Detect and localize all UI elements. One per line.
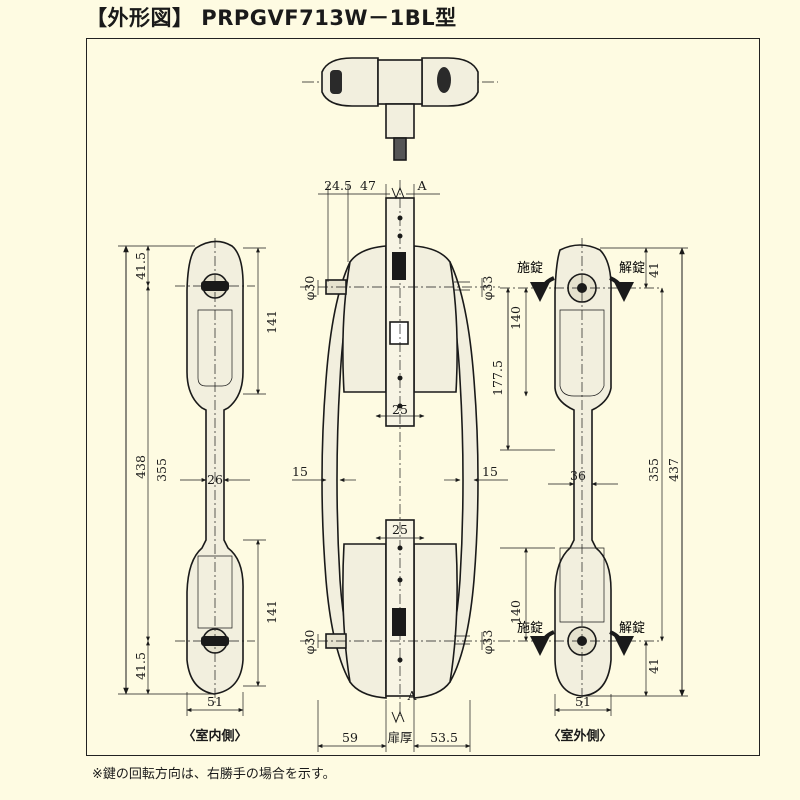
- footnote: ※鍵の回転方向は、右勝手の場合を示す。: [92, 767, 336, 782]
- unlock-arrow-bottom-icon: [609, 630, 634, 656]
- dim-side-d1: 24.5: [324, 178, 352, 193]
- dim-exterior-upper-span: 177.5: [490, 360, 505, 396]
- lock-arrow-bottom-icon: [530, 630, 555, 656]
- dim-side-d2: 47: [360, 178, 376, 193]
- dim-exterior-overall: 437: [666, 458, 681, 482]
- dim-exterior-mid-width: 36: [570, 468, 586, 483]
- page-title: 【外形図】 PRPGVF713W－1BL型: [86, 6, 457, 30]
- lock-label-top: 施錠: [517, 261, 543, 276]
- exterior-caption: 〈室外側〉: [547, 728, 612, 744]
- dim-side-phi33-top: φ33: [480, 276, 495, 301]
- dim-interior-base-width: 51: [207, 694, 223, 709]
- dim-exterior-lower: 140: [508, 600, 523, 624]
- dim-side-phi30-bottom: φ30: [302, 630, 317, 655]
- dim-side-w25-bottom: 25: [392, 522, 408, 537]
- dim-interior-bottom: 41.5: [133, 652, 148, 680]
- section-label-top: A: [416, 178, 427, 193]
- dim-exterior-span: 355: [646, 458, 661, 482]
- dim-side-b59: 59: [342, 730, 358, 745]
- unlock-label-bottom: 解錠: [619, 621, 645, 636]
- top-plan-view: [302, 57, 498, 161]
- exterior-handle: [554, 244, 612, 697]
- dim-interior-mid-width: 26: [207, 472, 223, 487]
- unlock-label-top: 解錠: [619, 261, 645, 276]
- dim-interior-top: 41.5: [133, 252, 148, 280]
- interior-side-view: 41.5 438 355 141 141 41.5 26 51 〈室内側〉: [118, 238, 279, 744]
- drawing-frame: [86, 38, 760, 756]
- dim-exterior-top: 41: [646, 262, 661, 278]
- lock-arrow-top-icon: [530, 276, 555, 302]
- dim-interior-overall: 438: [133, 455, 148, 479]
- dim-interior-span: 355: [154, 458, 169, 482]
- cylinder-bottom-icon: [392, 608, 406, 636]
- dim-exterior-upper: 140: [508, 306, 523, 330]
- interior-caption: 〈室内側〉: [182, 728, 247, 744]
- dim-side-door-thickness: 扉厚: [387, 730, 412, 745]
- dim-exterior-bottom: 41: [646, 658, 661, 674]
- dim-side-phi33-bottom: φ33: [480, 630, 495, 655]
- cylinder-top-icon: [392, 252, 406, 280]
- lock-label-bottom: 施錠: [517, 621, 543, 636]
- dim-side-phi30-top: φ30: [302, 276, 317, 301]
- header: 【外形図】 PRPGVF713W－1BL型: [0, 0, 800, 44]
- dim-interior-upper-grip: 141: [264, 310, 279, 334]
- dim-side-left15: 15: [292, 464, 308, 479]
- exterior-side-view: 施錠 解錠 施錠 解錠 41 140 177.5 355 437 140 41 …: [490, 238, 688, 744]
- dim-exterior-base-width: 51: [575, 694, 591, 709]
- dim-interior-lower-grip: 141: [264, 600, 279, 624]
- unlock-arrow-top-icon: [609, 276, 634, 302]
- dim-side-right15: 15: [482, 464, 498, 479]
- dim-side-w25-top: 25: [392, 402, 408, 417]
- section-label-bottom: A: [406, 688, 417, 703]
- dim-side-b535: 53.5: [430, 730, 458, 745]
- side-section-view: 24.5 47 A φ30 φ33 φ30 φ33 25 25 15 15 A …: [292, 178, 508, 752]
